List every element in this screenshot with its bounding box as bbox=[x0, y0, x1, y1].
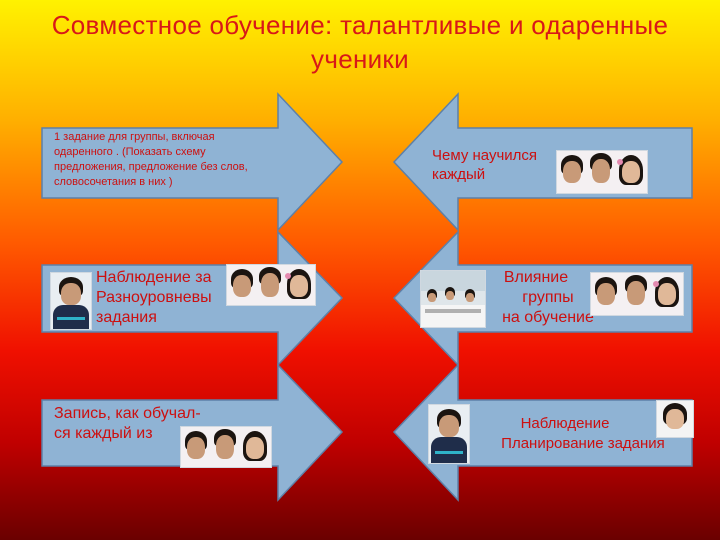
students-photo-icon bbox=[556, 150, 648, 194]
right-box-2-line-2: группы bbox=[522, 289, 574, 306]
teacher-photo-icon bbox=[50, 272, 92, 330]
students-photo-icon bbox=[226, 264, 316, 306]
student-photo-icon bbox=[656, 400, 694, 438]
left-box-1-line-3: предложения, предложение без слов, bbox=[54, 161, 248, 173]
left-box-2-line-3: задания bbox=[96, 309, 157, 326]
students-photo-icon bbox=[180, 426, 272, 468]
right-box-2-text: Влияние группы на обучение bbox=[492, 268, 604, 328]
left-box-3-line-2: ся каждый из bbox=[54, 425, 153, 442]
right-arrow-1 bbox=[392, 92, 693, 232]
classroom-photo-icon bbox=[420, 270, 486, 328]
right-box-1-line-1: Чему научился bbox=[432, 147, 538, 164]
page-title: Совместное обучение: талантливые и одаре… bbox=[0, 8, 720, 76]
left-box-2-line-2: Разноуровневы bbox=[96, 289, 212, 306]
left-box-3-text: Запись, как обучал- ся каждый из bbox=[54, 404, 201, 444]
left-box-1-text: 1 задание для группы, включая одаренного… bbox=[54, 130, 248, 190]
right-arrow-2 bbox=[392, 230, 693, 367]
right-box-3-line-1: Наблюдение bbox=[520, 415, 610, 432]
left-box-3-line-1: Запись, как обучал- bbox=[54, 405, 201, 422]
right-box-3-text: Наблюдение Планирование задания bbox=[474, 414, 692, 454]
right-box-3-line-2: Планирование задания bbox=[501, 435, 665, 452]
right-arrow-3 bbox=[392, 363, 693, 502]
left-arrow-1 bbox=[41, 92, 344, 232]
left-box-1-line-2: одаренного . (Показать схему bbox=[54, 146, 206, 158]
students-photo-icon bbox=[590, 272, 684, 316]
right-box-1-line-2: каждый bbox=[432, 166, 486, 183]
teacher-photo-icon bbox=[428, 404, 470, 464]
left-box-2-text: Наблюдение за Разноуровневы задания bbox=[96, 268, 212, 328]
right-box-2-line-3: на обучение bbox=[502, 309, 594, 326]
left-box-2-line-1: Наблюдение за bbox=[96, 269, 212, 286]
title-line-2: ученики bbox=[311, 44, 409, 74]
left-box-1-line-4: словосочетания в них ) bbox=[54, 176, 173, 188]
right-box-1-text: Чему научился каждый bbox=[432, 146, 537, 184]
right-box-2-line-1: Влияние bbox=[503, 269, 569, 286]
title-line-1: Совместное обучение: талантливые и одаре… bbox=[51, 10, 669, 40]
left-box-1-line-1: 1 задание для группы, включая bbox=[54, 131, 215, 143]
